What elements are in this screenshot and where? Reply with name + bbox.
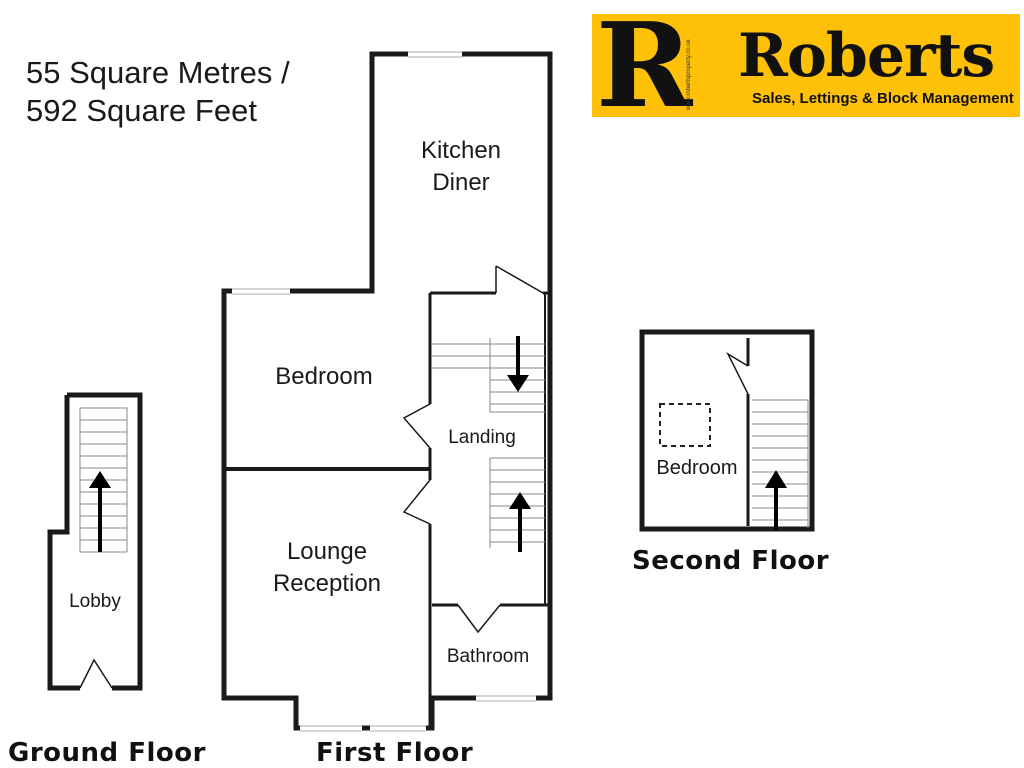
first-floor-doors bbox=[402, 265, 544, 634]
ground-floor-label: Ground Floor bbox=[8, 738, 206, 768]
bedroom-door bbox=[402, 403, 431, 449]
first-floor-window-frames bbox=[232, 51, 536, 732]
logo-name: Roberts bbox=[738, 21, 995, 91]
first-floor-stair-arrow-down bbox=[507, 336, 529, 392]
floor-area-text: 55 Square Metres / 592 Square Feet bbox=[26, 54, 290, 130]
landing-label: Landing bbox=[448, 427, 516, 448]
first-floor-label: First Floor bbox=[316, 738, 474, 768]
second-floor-stair-arrow bbox=[765, 470, 787, 530]
logo-initial: R bbox=[596, 0, 693, 134]
lobby-door bbox=[79, 658, 113, 689]
second-floor-door bbox=[726, 352, 749, 395]
loft-hatch bbox=[659, 403, 711, 447]
second-floor-plan bbox=[639, 329, 815, 532]
roberts-logo: R www.robertsproperty.co.uk Roberts Sale… bbox=[592, 8, 1020, 124]
bedroom-label: Bedroom bbox=[275, 363, 372, 390]
logo-tagline: Sales, Lettings & Block Management bbox=[752, 90, 1014, 107]
lounge-label: Lounge bbox=[287, 538, 367, 565]
area-square-feet: 592 Square Feet bbox=[26, 93, 257, 128]
bathroom-label: Bathroom bbox=[447, 646, 529, 667]
ground-floor-walls bbox=[47, 392, 143, 691]
kitchen-label: Kitchen bbox=[421, 137, 501, 164]
diner-label: Diner bbox=[432, 169, 489, 196]
first-floor-windows bbox=[232, 51, 536, 731]
first-floor-plan bbox=[221, 51, 553, 732]
second-bedroom-label: Bedroom bbox=[656, 457, 737, 479]
reception-label: Reception bbox=[273, 570, 381, 597]
second-floor-outer-walls bbox=[639, 329, 815, 532]
second-floor-stairs bbox=[752, 399, 809, 528]
lobby-label: Lobby bbox=[69, 591, 121, 612]
ground-floor-stair-arrow bbox=[89, 471, 111, 552]
lounge-door bbox=[402, 479, 431, 525]
kitchen-door bbox=[495, 265, 544, 294]
ground-floor-plan bbox=[47, 392, 143, 691]
first-floor-outer-walls bbox=[221, 51, 553, 731]
area-square-metres: 55 Square Metres / bbox=[26, 55, 290, 90]
bathroom-door bbox=[457, 604, 501, 634]
first-floor-stair-arrow-up bbox=[509, 492, 531, 552]
second-floor-label: Second Floor bbox=[632, 546, 830, 576]
